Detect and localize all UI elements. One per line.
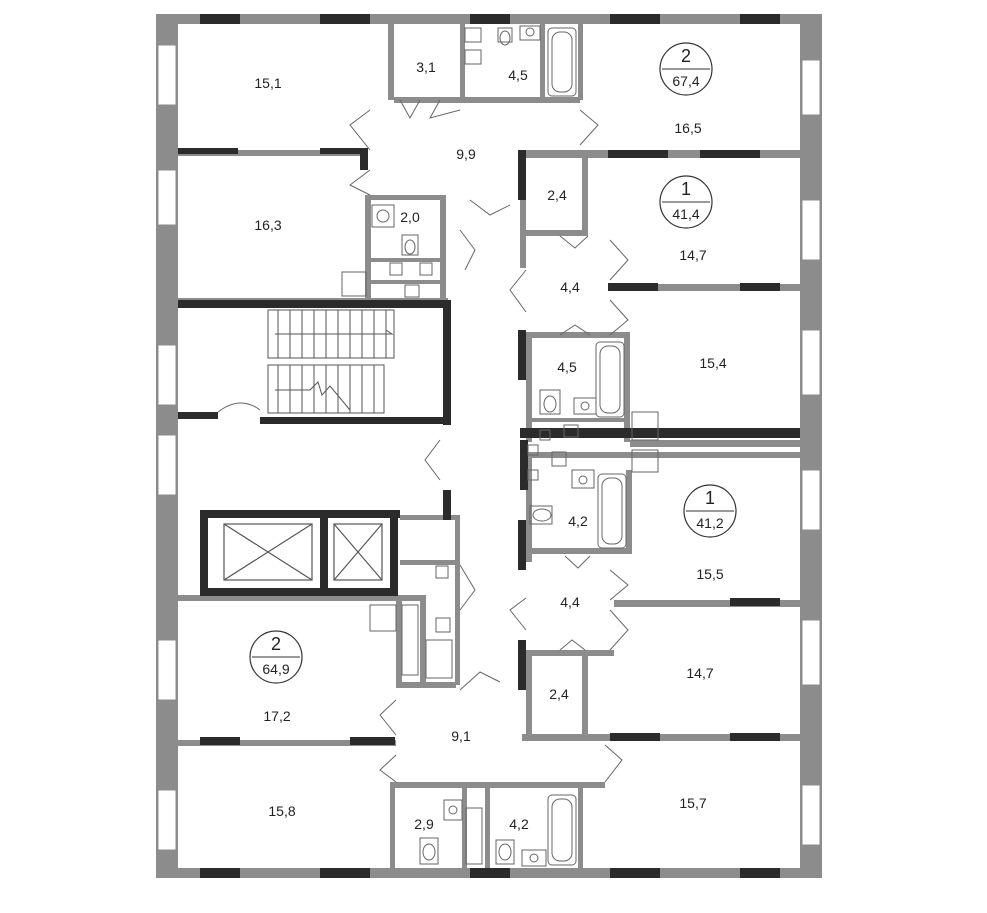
sanitary-fixtures [341, 25, 659, 867]
apartment-area: 41,2 [696, 515, 723, 531]
apartment-room-count: 2 [271, 634, 281, 654]
room-labels: 15,1 3,1 4,5 16,5 9,9 16,3 2,0 2,4 14,7 … [254, 59, 726, 832]
room-area: 4,5 [508, 67, 528, 83]
side-windows [157, 44, 821, 851]
room-area: 14,7 [686, 665, 713, 681]
doors [217, 99, 629, 783]
room-area: 3,1 [416, 59, 436, 75]
elevators [223, 523, 383, 581]
structural-walls [178, 148, 800, 745]
room-area: 2,4 [547, 187, 567, 203]
room-area: 16,5 [674, 120, 701, 136]
room-area: 4,5 [557, 359, 577, 375]
apartment-badge: 2 67,4 [659, 42, 713, 96]
room-area: 15,4 [699, 355, 726, 371]
apartment-badge: 1 41,4 [659, 175, 713, 229]
room-area: 14,7 [679, 247, 706, 263]
apartment-room-count: 2 [681, 46, 691, 66]
apartment-badge: 1 41,2 [683, 484, 737, 538]
apartment-area: 67,4 [672, 73, 699, 89]
apartment-room-count: 1 [705, 488, 715, 508]
apartment-area: 64,9 [262, 661, 289, 677]
stairwell [267, 309, 395, 414]
room-area: 15,7 [679, 795, 706, 811]
room-area: 2,9 [414, 816, 434, 832]
room-area: 2,0 [400, 209, 420, 225]
room-area: 15,5 [696, 566, 723, 582]
room-area: 9,1 [451, 728, 471, 744]
apartment-badge: 2 64,9 [249, 630, 303, 684]
room-area: 4,2 [568, 513, 588, 529]
room-area: 16,3 [254, 217, 281, 233]
room-area: 15,8 [268, 803, 295, 819]
room-area: 4,2 [509, 816, 529, 832]
apartment-area: 41,4 [672, 206, 699, 222]
room-area: 4,4 [560, 594, 580, 610]
room-area: 2,4 [549, 686, 569, 702]
room-area: 9,9 [456, 146, 476, 162]
room-area: 4,4 [560, 279, 580, 295]
facade-window-sills [200, 14, 780, 878]
room-area: 15,1 [254, 75, 281, 91]
room-area: 17,2 [263, 708, 290, 724]
apartment-room-count: 1 [681, 179, 691, 199]
